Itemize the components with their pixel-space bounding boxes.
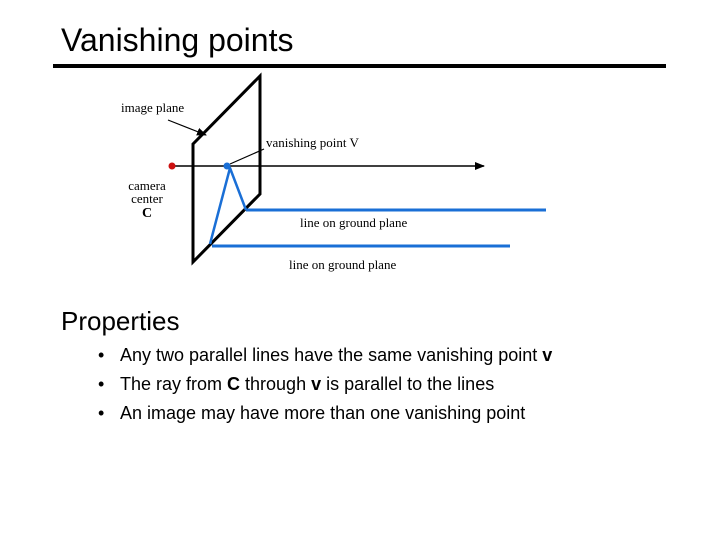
bullet-icon: • [98, 403, 105, 423]
list-item: • The ray from C through v is parallel t… [96, 371, 552, 400]
title-underline [53, 64, 666, 68]
bullet-emphasis: v [542, 345, 553, 365]
image-plane [191, 72, 262, 266]
vanishing-point-diagram: image plane vanishing point V camera cen… [121, 72, 546, 272]
bullet-text: Any two parallel lines have the same van… [120, 345, 543, 365]
bullet-text: through [240, 374, 312, 394]
bullet-text: The ray from [120, 374, 228, 394]
ground-line-label-2: line on ground plane [289, 257, 396, 272]
vanishing-point-pointer [229, 148, 265, 165]
vanishing-point-dot [223, 162, 231, 170]
bullet-text: is parallel to the lines [321, 374, 495, 394]
bullet-emphasis: v [311, 374, 322, 394]
camera-label-line2: center [131, 191, 163, 206]
camera-label-line3: C [142, 206, 152, 221]
list-item: • Any two parallel lines have the same v… [96, 342, 552, 371]
ground-line-label-1: line on ground plane [300, 215, 407, 230]
properties-list: • Any two parallel lines have the same v… [96, 342, 552, 429]
image-plane-label: image plane [121, 100, 184, 115]
bullet-icon: • [98, 374, 105, 394]
bullet-emphasis: C [227, 374, 241, 394]
camera-center-point [168, 162, 176, 170]
vanishing-point-label: vanishing point V [266, 135, 360, 150]
bullet-icon: • [98, 345, 105, 365]
list-item: • An image may have more than one vanish… [96, 400, 552, 429]
camera-label-line1: camera [128, 178, 166, 193]
projection-ray-1 [208, 166, 248, 245]
properties-heading: Properties [61, 306, 180, 336]
slide-title: Vanishing points [61, 22, 294, 58]
image-plane-pointer [167, 119, 207, 136]
bullet-text: An image may have more than one vanishin… [120, 403, 526, 423]
